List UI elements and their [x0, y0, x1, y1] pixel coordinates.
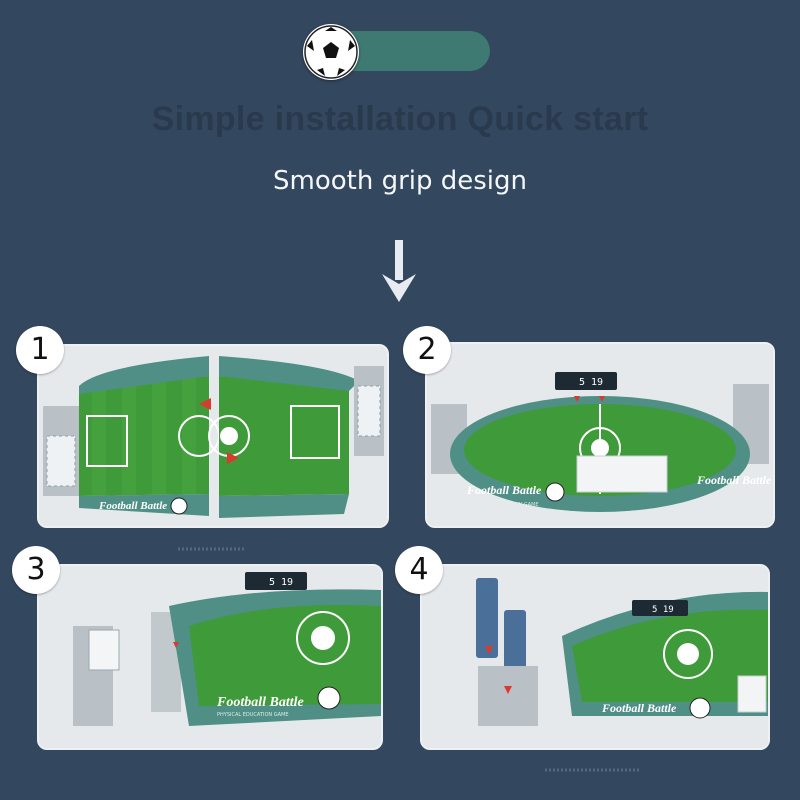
soccer-ball-icon — [303, 24, 359, 80]
step-4-tagline: PHYSICAL EDUCATION GAME — [602, 717, 667, 723]
step-number-1: 1 — [16, 326, 64, 374]
page-headline: Simple installation Quick start — [151, 100, 649, 138]
step-3-tagline: PHYSICAL EDUCATION GAME — [217, 712, 289, 718]
step-2-brand-right: Football Battle — [696, 473, 772, 487]
step-1-brand: Football Battle — [98, 500, 167, 512]
step-3-score: 5 19 — [269, 577, 293, 588]
step-card-1: Football Battle — [37, 344, 389, 528]
step-3-illustration: 5 19 Football Battle PHYSICAL EDUCATION … — [39, 566, 381, 748]
page-subtitle: Smooth grip design — [272, 166, 528, 196]
decorative-scribble-1 — [178, 547, 244, 551]
step-3-brand: Football Battle — [216, 695, 304, 710]
step-number-2: 2 — [403, 326, 451, 374]
down-arrow-icon — [382, 240, 416, 302]
step-4-illustration: 5 19 Football Battle PHYSICAL EDUCATION … — [422, 566, 768, 748]
step-2-brand: Football Battle — [466, 483, 542, 497]
step-number-4: 4 — [395, 546, 443, 594]
decorative-scribble-2 — [545, 768, 641, 772]
step-2-tagline: PHYSICAL EDUCATION GAME — [467, 502, 539, 508]
step-card-4: 5 19 Football Battle PHYSICAL EDUCATION … — [420, 564, 770, 750]
step-card-2: 5 19 Football Battle PHYSICAL EDUCATION … — [425, 342, 775, 528]
step-1-illustration: Football Battle — [39, 346, 387, 526]
step-4-score: 5 19 — [652, 605, 674, 615]
step-2-illustration: 5 19 Football Battle PHYSICAL EDUCATION … — [427, 344, 773, 526]
step-number-3: 3 — [12, 546, 60, 594]
step-card-3: 5 19 Football Battle PHYSICAL EDUCATION … — [37, 564, 383, 750]
step-4-brand: Football Battle — [601, 701, 677, 715]
step-2-score: 5 19 — [579, 377, 603, 388]
